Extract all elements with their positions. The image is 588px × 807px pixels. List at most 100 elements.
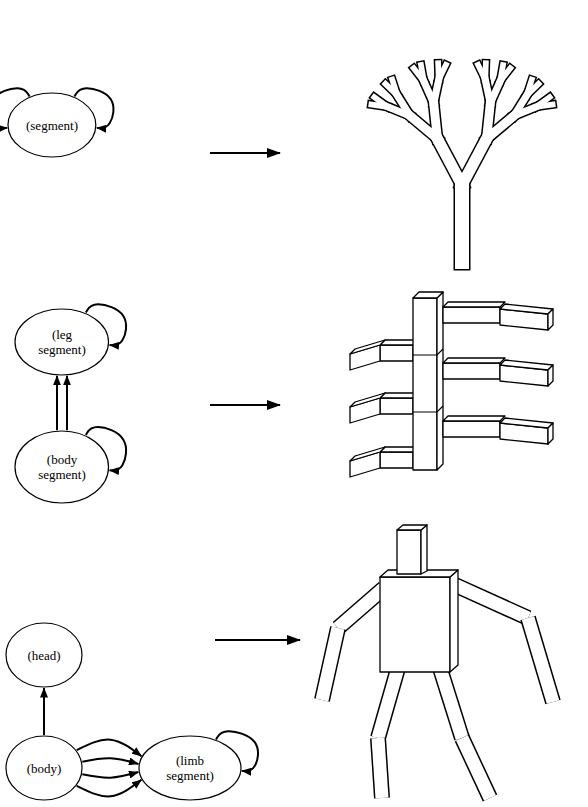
segment-joint: [413, 349, 443, 355]
body-column: [413, 298, 437, 470]
branch-segment: [434, 103, 438, 138]
leg-box-top: [380, 393, 418, 398]
transition-arrow: [82, 772, 138, 778]
ellipse-border: [8, 93, 96, 157]
leg-box-top: [350, 393, 385, 407]
leg-box-top: [350, 447, 385, 461]
branch-segment: [392, 80, 397, 96]
node-label: (leg segment): [34, 327, 90, 357]
limb-box: [528, 618, 553, 702]
limb-outline: [378, 668, 398, 738]
branch-segment: [490, 81, 500, 103]
node-label: (body): [27, 761, 62, 776]
head-side: [421, 525, 427, 574]
leg-box-top: [500, 418, 553, 428]
result-arrow: [210, 404, 280, 406]
state-ellipse: (leg segment): [14, 308, 110, 376]
transition-arrow: [66, 376, 68, 430]
branch-outline: [462, 139, 487, 185]
leg-box: [380, 345, 413, 361]
branch-segment: [374, 97, 387, 107]
branch-outline: [434, 103, 438, 138]
leg-box-top: [443, 416, 505, 421]
ellipse-border: [6, 736, 82, 800]
node-label: (head): [27, 648, 60, 663]
transition-arrow: [82, 758, 138, 764]
limb-box: [378, 668, 398, 738]
branch-segment: [514, 107, 536, 116]
limb-outline: [462, 738, 490, 798]
limb-box: [338, 588, 384, 628]
limb-box: [440, 668, 462, 738]
leg-box-end: [548, 309, 553, 330]
limb-outline: [322, 628, 338, 700]
ellipse-border: [15, 309, 109, 375]
leg-box-top: [443, 302, 505, 307]
transition-arrow: [56, 376, 58, 430]
branch-outline: [536, 105, 552, 107]
node-label: (body segment): [34, 452, 90, 482]
branch-segment: [439, 65, 446, 80]
transition-arrow: [43, 688, 45, 735]
head-top: [397, 525, 427, 530]
head-box: [397, 530, 421, 574]
limb-outline: [338, 588, 384, 628]
transition-arrow: [77, 740, 142, 757]
ellipse-border: [6, 623, 82, 687]
ellipse-border: [139, 736, 241, 800]
branch-segment: [500, 68, 510, 81]
ellipse-border: [15, 431, 109, 503]
segment-joint: [413, 406, 443, 412]
leg-box: [443, 363, 500, 379]
limb-box: [455, 585, 528, 618]
tree-figure: [371, 63, 552, 262]
branch-outline: [434, 80, 439, 104]
limb-outline: [528, 618, 553, 702]
leg-box-end: [548, 423, 553, 444]
leg-box-end: [548, 365, 553, 386]
leg-box: [380, 452, 413, 468]
body-column-side: [437, 292, 443, 470]
centipede-figure: [350, 292, 553, 477]
leg-box-top: [380, 340, 418, 345]
branch-segment: [397, 95, 410, 116]
limb-outline: [440, 668, 462, 738]
branch-outline: [437, 139, 462, 185]
branch-segment: [421, 65, 424, 81]
state-ellipse: (head): [5, 622, 83, 688]
leg-box-top: [350, 340, 385, 354]
humanoid-figure: [322, 525, 553, 798]
state-ellipse: (limb segment): [138, 735, 242, 801]
branch-segment: [536, 105, 552, 107]
state-ellipse: (body): [5, 735, 83, 801]
leg-box-top: [443, 358, 505, 363]
limb-outline: [378, 738, 382, 798]
branch-outline: [421, 65, 424, 81]
leg-box-top: [380, 447, 418, 452]
node-label: (segment): [26, 118, 78, 133]
branch-outline: [454, 185, 471, 262]
branch-outline: [490, 81, 500, 103]
limb-box: [322, 628, 338, 700]
branch-segment: [455, 185, 469, 262]
leg-box: [443, 307, 500, 323]
leg-box-top: [500, 360, 553, 370]
branch-segment: [482, 63, 488, 79]
transition-arrow: [77, 780, 142, 797]
limb-box: [462, 738, 490, 798]
limb-outline: [455, 585, 528, 618]
branch-segment: [437, 139, 462, 185]
leg-box: [380, 398, 413, 414]
result-arrow: [210, 152, 280, 154]
state-ellipse: (segment): [7, 92, 97, 158]
leg-box-top: [500, 304, 553, 314]
leg-box: [443, 421, 500, 437]
result-arrow: [215, 639, 300, 641]
torso-side: [450, 570, 458, 672]
node-label: (limb segment): [160, 753, 220, 783]
branch-segment: [487, 116, 514, 139]
branch-segment: [434, 80, 439, 104]
limb-box: [378, 738, 382, 798]
state-ellipse: (body segment): [14, 430, 110, 504]
branch-segment: [462, 139, 487, 185]
